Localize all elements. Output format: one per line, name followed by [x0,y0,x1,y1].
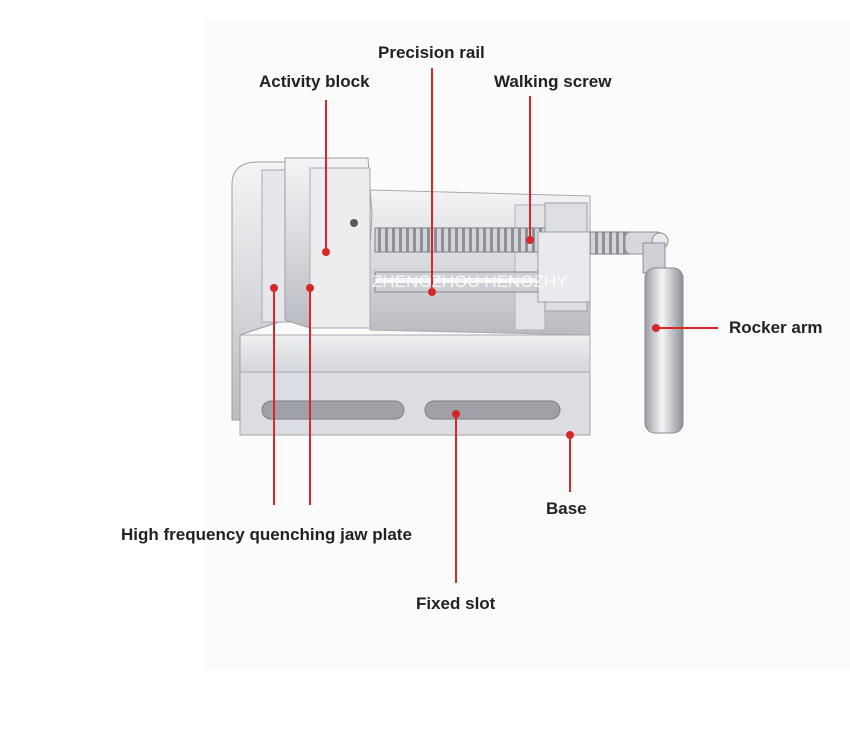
leader-dot-activity-block [322,248,330,256]
label-jaw-plate: High frequency quenching jaw plate [121,525,412,544]
leader-lines [270,68,718,583]
slot-left-shape [261,400,405,420]
watermark-text: ZHENGZHOU HENGZHY [372,272,568,291]
leader-dot-jaw-plate-right [306,284,314,292]
leader-dot-jaw-plate-left [270,284,278,292]
slot-right-shape [424,400,561,420]
label-walking-screw: Walking screw [494,72,612,91]
leader-dot-walking-screw [526,236,534,244]
leader-dot-precision-rail [428,288,436,296]
activity-block-face [309,167,371,329]
label-activity-block: Activity block [259,72,370,91]
label-rocker-arm: Rocker arm [729,318,823,337]
rocker-arm-shape [644,267,684,434]
leader-dot-fixed-slot [452,410,460,418]
walking-screw-shape [374,227,546,253]
label-base: Base [546,499,587,518]
block-hole [350,219,358,227]
label-precision-rail: Precision rail [378,43,485,62]
leader-dot-rocker-arm [652,324,660,332]
leader-dot-base [566,431,574,439]
label-fixed-slot: Fixed slot [416,594,496,613]
